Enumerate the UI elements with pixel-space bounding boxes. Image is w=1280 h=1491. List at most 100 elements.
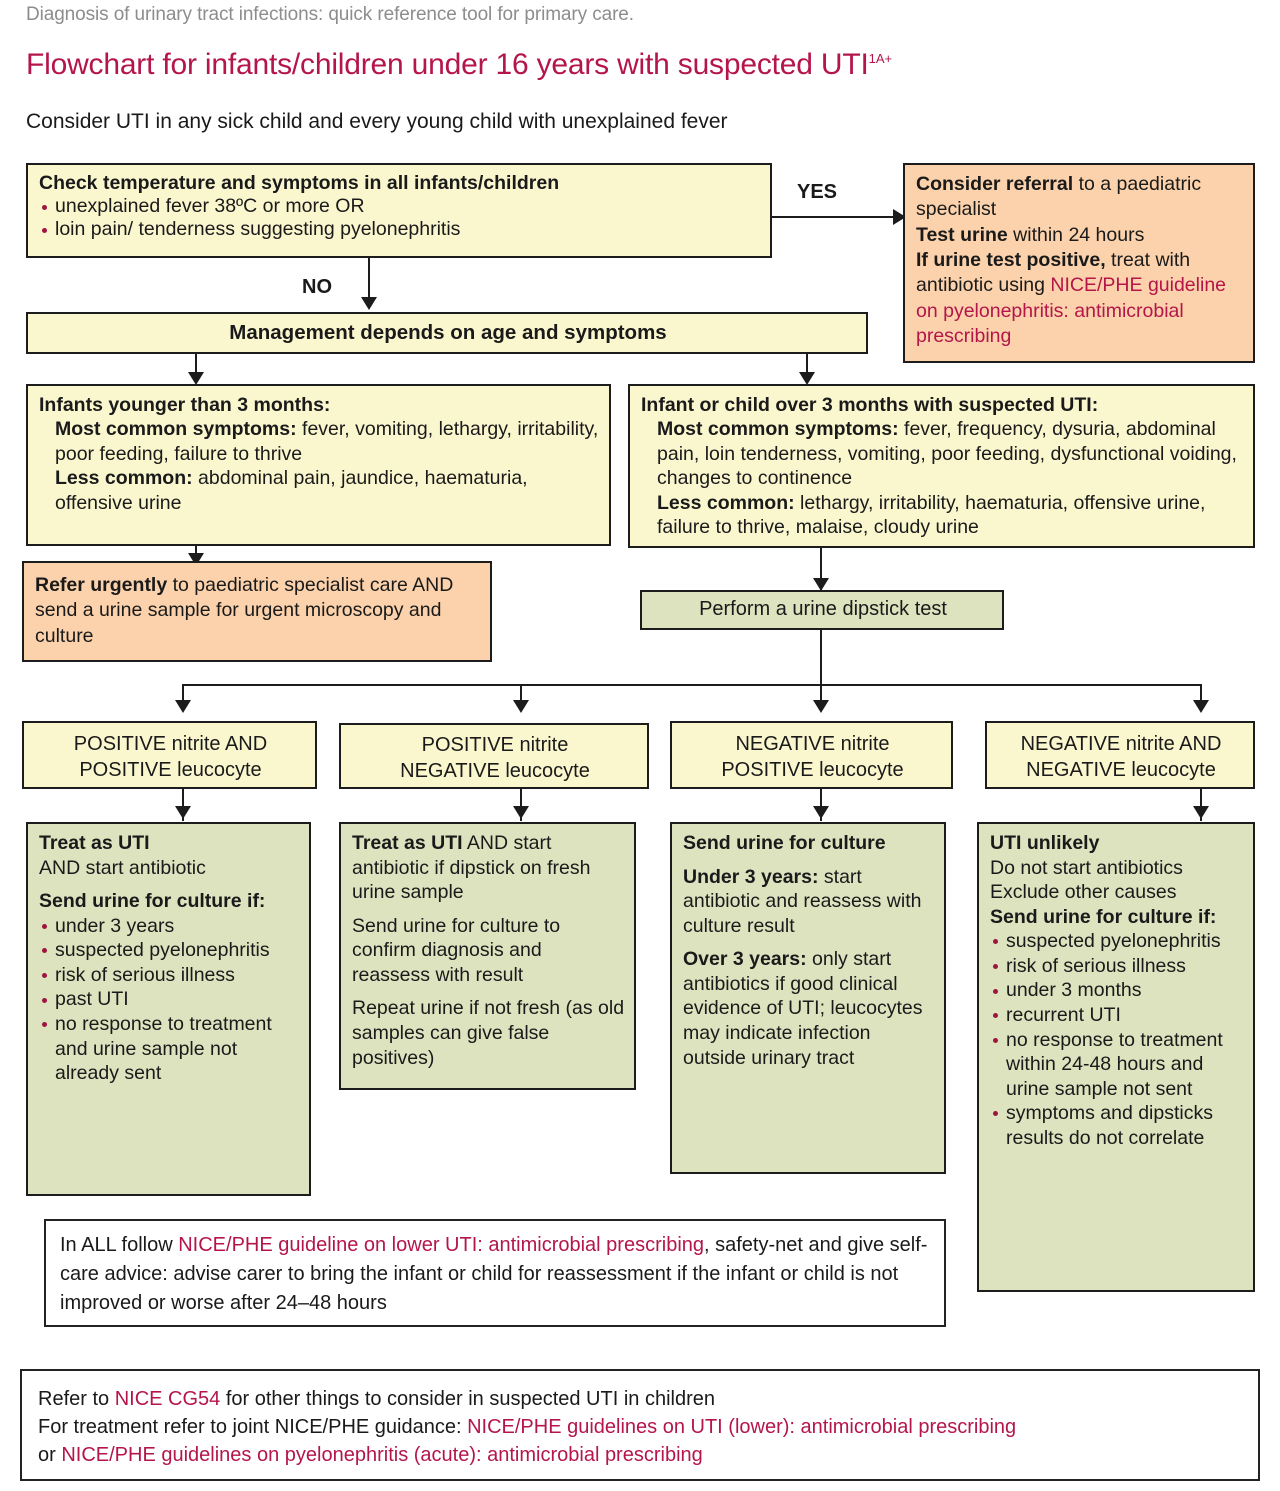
connector-yes-arrowhead xyxy=(893,209,906,225)
list-item: suspected pyelonephritis xyxy=(39,938,300,963)
outcome2-p1-rest: AND start antibiotic if dipstick on fres… xyxy=(352,832,591,904)
most-common-label: Most common symptoms: xyxy=(55,418,297,441)
less-common-label: Less common: xyxy=(657,491,795,514)
infants-under-3-heading: Infants younger than 3 months: xyxy=(39,394,331,416)
list-item: suspected pyelonephritis xyxy=(990,929,1244,954)
connector-mgmt-left-stem xyxy=(195,354,197,380)
connector-no-arrowhead xyxy=(361,297,377,310)
outcome2-p1-bold: Treat as UTI xyxy=(352,832,463,854)
connector-branch-1-arrowhead xyxy=(175,700,191,713)
consider-referral-line2-rest: within 24 hours xyxy=(1007,223,1145,246)
outcome2-p3: Repeat urine if not fresh (as old sample… xyxy=(352,997,625,1069)
check-temperature-heading: Check temperature and symptoms in all in… xyxy=(39,172,560,194)
consider-referral-line3: If urine test positive, treat with antib… xyxy=(916,248,1244,349)
result-line1: NEGATIVE nitrite AND xyxy=(1020,733,1222,755)
box-check-temperature: Check temperature and symptoms in all in… xyxy=(26,163,772,258)
in-all-post: , safety-net and give self-care advice: … xyxy=(60,1234,928,1314)
list-item: past UTI xyxy=(39,987,300,1012)
footer-line2-pre: For treatment refer to joint NICE/PHE gu… xyxy=(38,1416,468,1438)
connector-res4-arrowhead xyxy=(1193,806,1209,819)
outcome2-p1: Treat as UTI AND start antibiotic if dip… xyxy=(352,831,625,905)
connector-branch-2 xyxy=(520,684,522,708)
box-result-neg-neg: NEGATIVE nitrite AND NEGATIVE leucocyte xyxy=(985,721,1255,789)
connector-res2-to-outcome xyxy=(520,789,522,821)
consider-referral-line3-rest: treat with antibiotic using xyxy=(916,249,1191,297)
connector-mgmt-right-stem xyxy=(806,354,808,380)
connector-res2-arrowhead xyxy=(513,806,529,819)
page-title-superscript: 1A+ xyxy=(868,51,893,66)
consider-referral-line3-bold: If urine test positive, xyxy=(916,249,1106,272)
list-item: no response to treatment within 24-48 ho… xyxy=(990,1028,1244,1102)
connector-branch-1 xyxy=(182,684,184,708)
pyelonephritis-acute-guideline-link[interactable]: NICE/PHE guidelines on pyelonephritis (a… xyxy=(61,1444,703,1466)
uti-lower-guideline-link[interactable]: NICE/PHE guidelines on UTI (lower): anti… xyxy=(467,1416,1017,1438)
outcome3-p3-rest: only start antibiotics if good clinical … xyxy=(683,948,923,1069)
connector-mgmt-right-arrowhead xyxy=(799,372,815,385)
consider-referral-line1-bold: Consider referral xyxy=(916,173,1074,195)
footer-line3-pre: or xyxy=(38,1444,62,1466)
refer-urgently-rest: to paediatric specialist care AND send a… xyxy=(35,574,454,647)
result-line1: POSITIVE nitrite AND xyxy=(73,733,268,755)
box-outcome-neg-pos: Send urine for culture Under 3 years: st… xyxy=(670,822,946,1174)
nice-cg54-link[interactable]: NICE CG54 xyxy=(114,1388,221,1410)
less-common-text: lethargy, irritability, haematuria, offe… xyxy=(657,491,1206,538)
page-subtitle: Consider UTI in any sick child and every… xyxy=(26,110,728,133)
connector-branch-3 xyxy=(820,684,822,708)
connector-res3-to-outcome xyxy=(820,789,822,821)
result-line2: NEGATIVE leucocyte xyxy=(400,760,590,782)
most-common-label: Most common symptoms: xyxy=(657,418,899,441)
outcome1-sub-bold: Send urine for culture if: xyxy=(39,890,266,913)
box-consider-referral: Consider referral to a paediatric specia… xyxy=(903,163,1255,363)
connector-dipstick-bus xyxy=(182,684,1202,686)
connector-yes-line xyxy=(772,216,896,218)
footer-line1-pre: Refer to xyxy=(38,1388,115,1410)
page-title: Flowchart for infants/children under 16 … xyxy=(26,48,892,82)
connector-branch-4 xyxy=(1200,684,1202,708)
connector-branch-4-arrowhead xyxy=(1193,700,1209,713)
outcome3-p2-rest: start antibiotic and reassess with cultu… xyxy=(683,865,922,937)
refer-urgently-bold: Refer urgently xyxy=(35,574,168,596)
box-outcome-pos-pos: Treat as UTI AND start antibiotic Send u… xyxy=(26,822,311,1196)
pyelonephritis-guideline-link[interactable]: NICE/PHE guideline on pyelonephritis: an… xyxy=(916,274,1227,348)
consider-referral-line2-bold: Test urine xyxy=(916,223,1008,246)
consider-referral-line2: Test urine within 24 hours xyxy=(916,223,1244,248)
list-item: under 3 years xyxy=(39,914,300,939)
in-all-pre: In ALL follow xyxy=(60,1234,179,1256)
list-item: under 3 months xyxy=(990,978,1244,1003)
outcome1-head-rest: AND start antibiotic xyxy=(39,856,206,879)
most-common-text: fever, frequency, dysuria, abdominal pai… xyxy=(657,418,1237,490)
outcome3-p2-bold: Under 3 years: xyxy=(683,865,819,888)
box-footer-references: Refer to NICE CG54 for other things to c… xyxy=(20,1369,1260,1481)
management-text: Management depends on age and symptoms xyxy=(229,321,667,344)
footer-line1-post: for other things to consider in suspecte… xyxy=(220,1388,715,1410)
list-item: recurrent UTI xyxy=(990,1003,1244,1028)
box-refer-urgently: Refer urgently to paediatric specialist … xyxy=(22,561,492,662)
list-item: unexplained fever 38ºC or more OR xyxy=(39,195,761,218)
dipstick-text: Perform a urine dipstick test xyxy=(699,598,947,620)
outcome1-bullets: under 3 years suspected pyelonephritis r… xyxy=(39,914,300,1086)
box-infants-under-3-months: Infants younger than 3 months: Most comm… xyxy=(26,384,611,546)
result-line1: NEGATIVE nitrite xyxy=(735,733,890,755)
list-item: no response to treatment and urine sampl… xyxy=(39,1012,300,1086)
connector-over3-to-dipstick xyxy=(820,548,822,590)
outcome1-head-bold: Treat as UTI xyxy=(39,832,150,854)
outcome3-p3: Over 3 years: only start antibiotics if … xyxy=(683,947,935,1070)
connector-branch-2-arrowhead xyxy=(513,700,529,713)
strapline: Diagnosis of urinary tract infections: q… xyxy=(26,4,634,25)
infants-under-3-most-common: Most common symptoms: fever, vomiting, l… xyxy=(39,417,600,466)
over-3-most-common: Most common symptoms: fever, frequency, … xyxy=(641,417,1244,490)
less-common-label: Less common: xyxy=(55,467,193,490)
outcome3-p3-bold: Over 3 years: xyxy=(683,948,807,971)
outcome4-l4: Send urine for culture if: xyxy=(990,905,1217,928)
lower-uti-guideline-link[interactable]: NICE/PHE guideline on lower UTI: antimic… xyxy=(178,1234,705,1256)
box-outcome-neg-neg: UTI unlikely Do not start antibiotics Ex… xyxy=(977,822,1255,1292)
connector-mgmt-left-arrowhead xyxy=(188,372,204,385)
box-management: Management depends on age and symptoms xyxy=(26,312,868,354)
connector-branch-3-arrowhead xyxy=(813,700,829,713)
footer-line3: or NICE/PHE guidelines on pyelonephritis… xyxy=(38,1441,1242,1469)
over-3-months-heading: Infant or child over 3 months with suspe… xyxy=(641,394,1099,416)
outcome2-p2: Send urine for culture to confirm diagno… xyxy=(352,914,561,986)
connector-res4-to-outcome xyxy=(1200,789,1202,821)
connector-res3-arrowhead xyxy=(813,806,829,819)
